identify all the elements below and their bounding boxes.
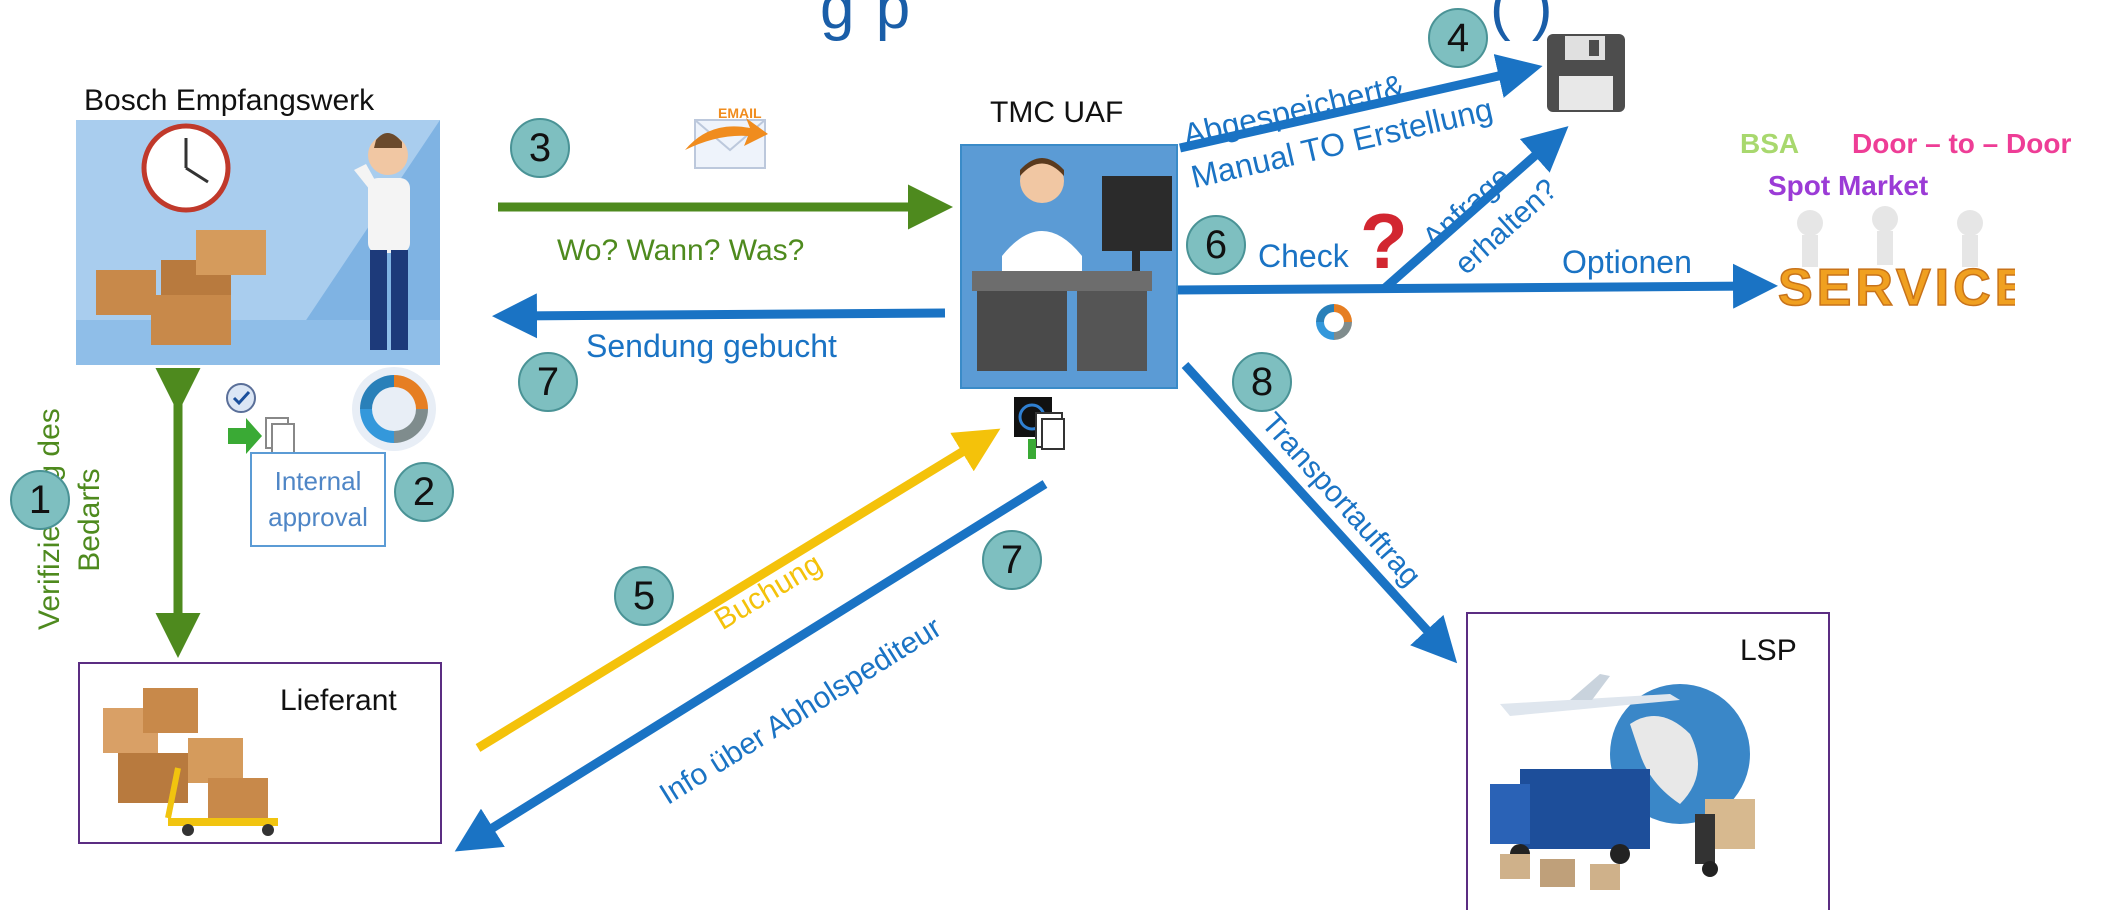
checked-document-icon [1012, 395, 1068, 463]
service-spot-market: Spot Market [1768, 170, 1929, 201]
internal-approval-box: Internal approval [250, 452, 386, 547]
service-bsa: BSA [1740, 128, 1800, 159]
step-3-circle: 3 [510, 118, 570, 178]
step-7a-circle: 7 [518, 352, 578, 412]
step-7b-circle: 7 [982, 530, 1042, 590]
arrow-buchung [475, 428, 1001, 752]
step-5-circle: 5 [614, 566, 674, 626]
internal-approval-line2: approval [268, 502, 368, 532]
arrow-anfrage [1382, 126, 1569, 292]
title-fragment-right: ( ) [1490, 0, 1555, 42]
cardboard-boxes-icon [96, 230, 266, 345]
tmc-image [960, 144, 1178, 389]
document-forward-icon [228, 412, 308, 460]
person-on-phone-icon [354, 132, 410, 350]
step-6-circle: 6 [1186, 215, 1246, 275]
internal-approval-line1: Internal [274, 466, 362, 496]
verifizierung-label-line2: Bedarfs [73, 468, 106, 572]
step-2-circle: 2 [394, 462, 454, 522]
lieferant-box: Lieferant [78, 662, 442, 844]
cargo-boxes-icon [1500, 799, 1755, 890]
email-text: EMAIL [718, 105, 762, 121]
arrow-transportauftrag [1181, 361, 1458, 664]
lieferant-title: Lieferant [280, 684, 397, 717]
small-refresh-icon [1312, 300, 1356, 344]
step-1-circle: 1 [10, 470, 70, 530]
pallet-truck-icon [103, 688, 278, 836]
step-8-circle: 8 [1232, 352, 1292, 412]
empfangswerk-image [76, 120, 440, 365]
service-word: SERVICE [1778, 259, 2015, 317]
arrow-sendung-gebucht [492, 293, 946, 339]
airplane-icon [1500, 674, 1680, 716]
lsp-title: LSP [1740, 634, 1797, 667]
svg-text:?: ? [1360, 200, 1408, 280]
empfangswerk-title: Bosch Empfangswerk [84, 84, 375, 117]
arrow-abgespeichert [1179, 54, 1543, 153]
label-sendung-gebucht: Sendung gebucht [586, 328, 837, 364]
label-check: Check [1258, 238, 1349, 274]
email-icon: EMAIL [680, 100, 775, 180]
service-door-to-door: Door – to – Door [1852, 128, 2072, 159]
tmc-title: TMC UAF [990, 96, 1124, 129]
clock-icon [141, 123, 231, 213]
floppy-disk-icon [1545, 32, 1627, 114]
step-4-circle: 4 [1428, 8, 1488, 68]
label-wo-wann-was: Wo? Wann? Was? [557, 234, 805, 267]
service-figures-icon: SERVICE [1770, 205, 2030, 320]
arrow-optionen [1174, 263, 1778, 309]
arrow-info-abholspediteur [454, 480, 1048, 852]
agent-desk-icon [962, 146, 1176, 387]
refresh-icon [350, 365, 438, 453]
question-mark-icon: ? [1358, 197, 1410, 285]
approval-check-icon [225, 382, 257, 414]
title-fragment-left: g p [820, 0, 913, 42]
label-optionen: Optionen [1562, 244, 1692, 280]
truck-icon [1490, 769, 1650, 864]
forklift-icon [1695, 814, 1718, 877]
lsp-box: LSP [1466, 612, 1830, 910]
